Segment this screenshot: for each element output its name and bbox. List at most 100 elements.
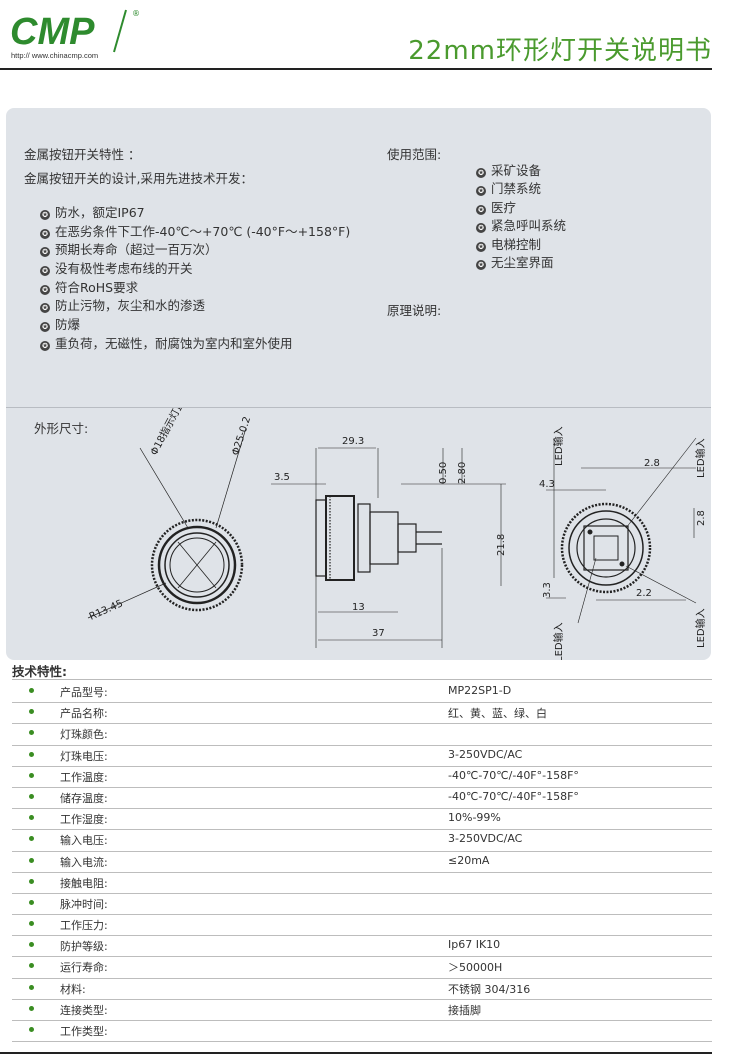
star-bullet-icon: ✪ <box>40 247 50 258</box>
dim-4-3: 4.3 <box>539 479 555 490</box>
star-bullet-icon: ✪ <box>476 204 486 215</box>
table-row: 产品名称:红、黄、蓝、绿、白 <box>12 703 712 725</box>
dot-bullet-icon <box>29 921 34 927</box>
dot-bullet-icon <box>29 942 34 948</box>
list-item: ✪重负荷，无磁性，耐腐蚀为室内和室外使用 <box>40 335 350 354</box>
applications-list: ✪采矿设备 ✪门禁系统 ✪医疗 ✪紧急呼叫系统 ✪电梯控制 ✪无尘室界面 <box>476 162 566 272</box>
cmp-logo: CMP ® http:// www.chinacmp.com <box>10 9 140 60</box>
panel-divider <box>6 407 711 408</box>
dim-2-2: 2.2 <box>636 588 652 599</box>
logo-text: CMP <box>10 11 95 53</box>
table-row: 输入电流:≤20mA <box>12 852 712 873</box>
dim-phi25: Φ25-0.2 <box>230 415 253 457</box>
list-item: ✪采矿设备 <box>476 162 566 180</box>
list-item: ✪在恶劣条件下工作-40℃～+70℃ (-40°F～+158°F) <box>40 223 350 242</box>
page-header: CMP ® http:// www.chinacmp.com 22mm环形灯开关… <box>0 0 750 70</box>
dot-bullet-icon <box>29 688 34 693</box>
dim-phi18: Φ18指示灯直径 <box>147 408 192 457</box>
table-row: 输入电压:3-250VDC/AC <box>12 830 712 852</box>
list-item: ✪防水，额定IP67 <box>40 204 350 223</box>
dot-bullet-icon <box>29 1027 34 1032</box>
dot-bullet-icon <box>29 857 34 863</box>
dot-bullet-icon <box>29 730 34 736</box>
list-item: ✪防爆 <box>40 316 350 335</box>
table-row: 防护等级:Ip67 IK10 <box>12 936 712 958</box>
dot-bullet-icon <box>29 878 34 884</box>
star-bullet-icon: ✪ <box>476 223 486 234</box>
dimension-drawing: 外形尺寸: Φ18指示灯直径 Φ25-0.2 R13.45 29.3 3.5 0… <box>34 408 707 660</box>
document-title: 22mm环形灯开关说明书 <box>408 36 712 66</box>
list-item: ✪电梯控制 <box>476 236 566 254</box>
dim-29-3: 29.3 <box>342 436 364 447</box>
specs-top-rule <box>12 679 712 680</box>
dot-bullet-icon <box>29 815 34 821</box>
star-bullet-icon: ✪ <box>40 340 50 351</box>
star-bullet-icon: ✪ <box>40 303 50 314</box>
dot-bullet-icon <box>29 751 34 757</box>
table-row: 灯珠颜色: <box>12 724 712 746</box>
star-bullet-icon: ✪ <box>40 210 50 220</box>
dot-bullet-icon <box>29 1005 34 1011</box>
features-heading: 金属按钮开关特性 ： <box>24 147 141 162</box>
dot-bullet-icon <box>29 984 34 990</box>
table-row: 工作湿度:10%-99% <box>12 809 712 831</box>
table-row: 材料:不锈钢 304/316 <box>12 979 712 1000</box>
table-row: 接触电阻: <box>12 873 712 894</box>
dim-0-50: 0.50 <box>438 462 449 484</box>
features-intro: 金属按钮开关的设计,采用先进技术开发： <box>24 171 253 186</box>
star-bullet-icon: ✪ <box>40 322 50 333</box>
dim-3-3: 3.3 <box>542 582 553 598</box>
dim-37: 37 <box>372 628 385 639</box>
side-view: 29.3 3.5 0.50 2.80 21.8 13 37 <box>271 436 507 648</box>
table-row: 灯珠电压:3-250VDC/AC <box>12 746 712 767</box>
table-row: 连接类型:接插脚 <box>12 1000 712 1021</box>
table-row: 工作类型: <box>12 1021 712 1043</box>
dim-2-8-b: 2.8 <box>696 510 707 526</box>
header-divider <box>0 68 712 70</box>
list-item: ✪无尘室界面 <box>476 254 566 272</box>
dot-bullet-icon <box>29 793 34 799</box>
star-bullet-icon: ✪ <box>476 168 486 178</box>
logo-url: http:// www.chinacmp.com <box>11 51 98 60</box>
specs-table: 产品型号:MP22SP1-D 产品名称:红、黄、蓝、绿、白 灯珠颜色: 灯珠电压… <box>12 682 712 1043</box>
dot-bullet-icon <box>29 772 34 778</box>
table-row: 脉冲时间: <box>12 894 712 916</box>
led-label-bottom-right: LED输入 <box>694 608 707 648</box>
list-item: ✪预期长寿命（超过一百万次） <box>40 241 350 260</box>
list-item: ✪防止污物，灰尘和水的渗透 <box>40 297 350 316</box>
star-bullet-icon: ✪ <box>40 266 50 277</box>
dim-2-80: 2.80 <box>457 462 468 484</box>
table-row: 工作温度:-40℃-70℃/-40F°-158F° <box>12 767 712 788</box>
table-row: 产品型号:MP22SP1-D <box>12 682 712 704</box>
table-row: 工作压力: <box>12 915 712 937</box>
features-list: ✪防水，额定IP67 ✪在恶劣条件下工作-40℃～+70℃ (-40°F～+15… <box>40 204 350 354</box>
list-item: ✪紧急呼叫系统 <box>476 217 566 235</box>
star-bullet-icon: ✪ <box>476 259 486 270</box>
star-bullet-icon: ✪ <box>40 284 50 295</box>
led-label-bottom-left: LED输入 <box>552 622 565 660</box>
front-view: Φ18指示灯直径 Φ25-0.2 R13.45 <box>88 408 254 623</box>
star-bullet-icon: ✪ <box>40 228 50 239</box>
led-label-top-left: LED输入 <box>552 426 565 466</box>
footer-divider <box>0 1052 712 1054</box>
drawing-heading: 外形尺寸: <box>34 421 88 436</box>
dim-13: 13 <box>352 602 365 613</box>
led-label-top-right: LED输入 <box>694 438 707 478</box>
dim-3-5: 3.5 <box>274 472 290 483</box>
dot-bullet-icon <box>29 709 34 715</box>
star-bullet-icon: ✪ <box>476 241 486 252</box>
applications-heading: 使用范围: <box>387 147 442 162</box>
dim-21-8: 21.8 <box>496 534 507 556</box>
principle-heading: 原理说明: <box>387 303 442 318</box>
list-item: ✪符合RoHS要求 <box>40 279 350 298</box>
specs-heading: 技术特性: <box>12 664 67 679</box>
list-item: ✪没有极性考虑布线的开关 <box>40 260 350 279</box>
list-item: ✪医疗 <box>476 199 566 217</box>
dim-2-8-a: 2.8 <box>644 458 660 469</box>
rear-view: LED输入 LED输入 LED输入 LED输入 4.3 2.8 2.8 3.3 … <box>539 426 707 660</box>
dim-radius: R13.45 <box>88 598 125 623</box>
table-row: 运行寿命:＞50000H <box>12 957 712 979</box>
table-row: 储存温度:-40℃-70℃/-40F°-158F° <box>12 788 712 810</box>
logo-registered: ® <box>132 9 140 18</box>
list-item: ✪门禁系统 <box>476 180 566 198</box>
